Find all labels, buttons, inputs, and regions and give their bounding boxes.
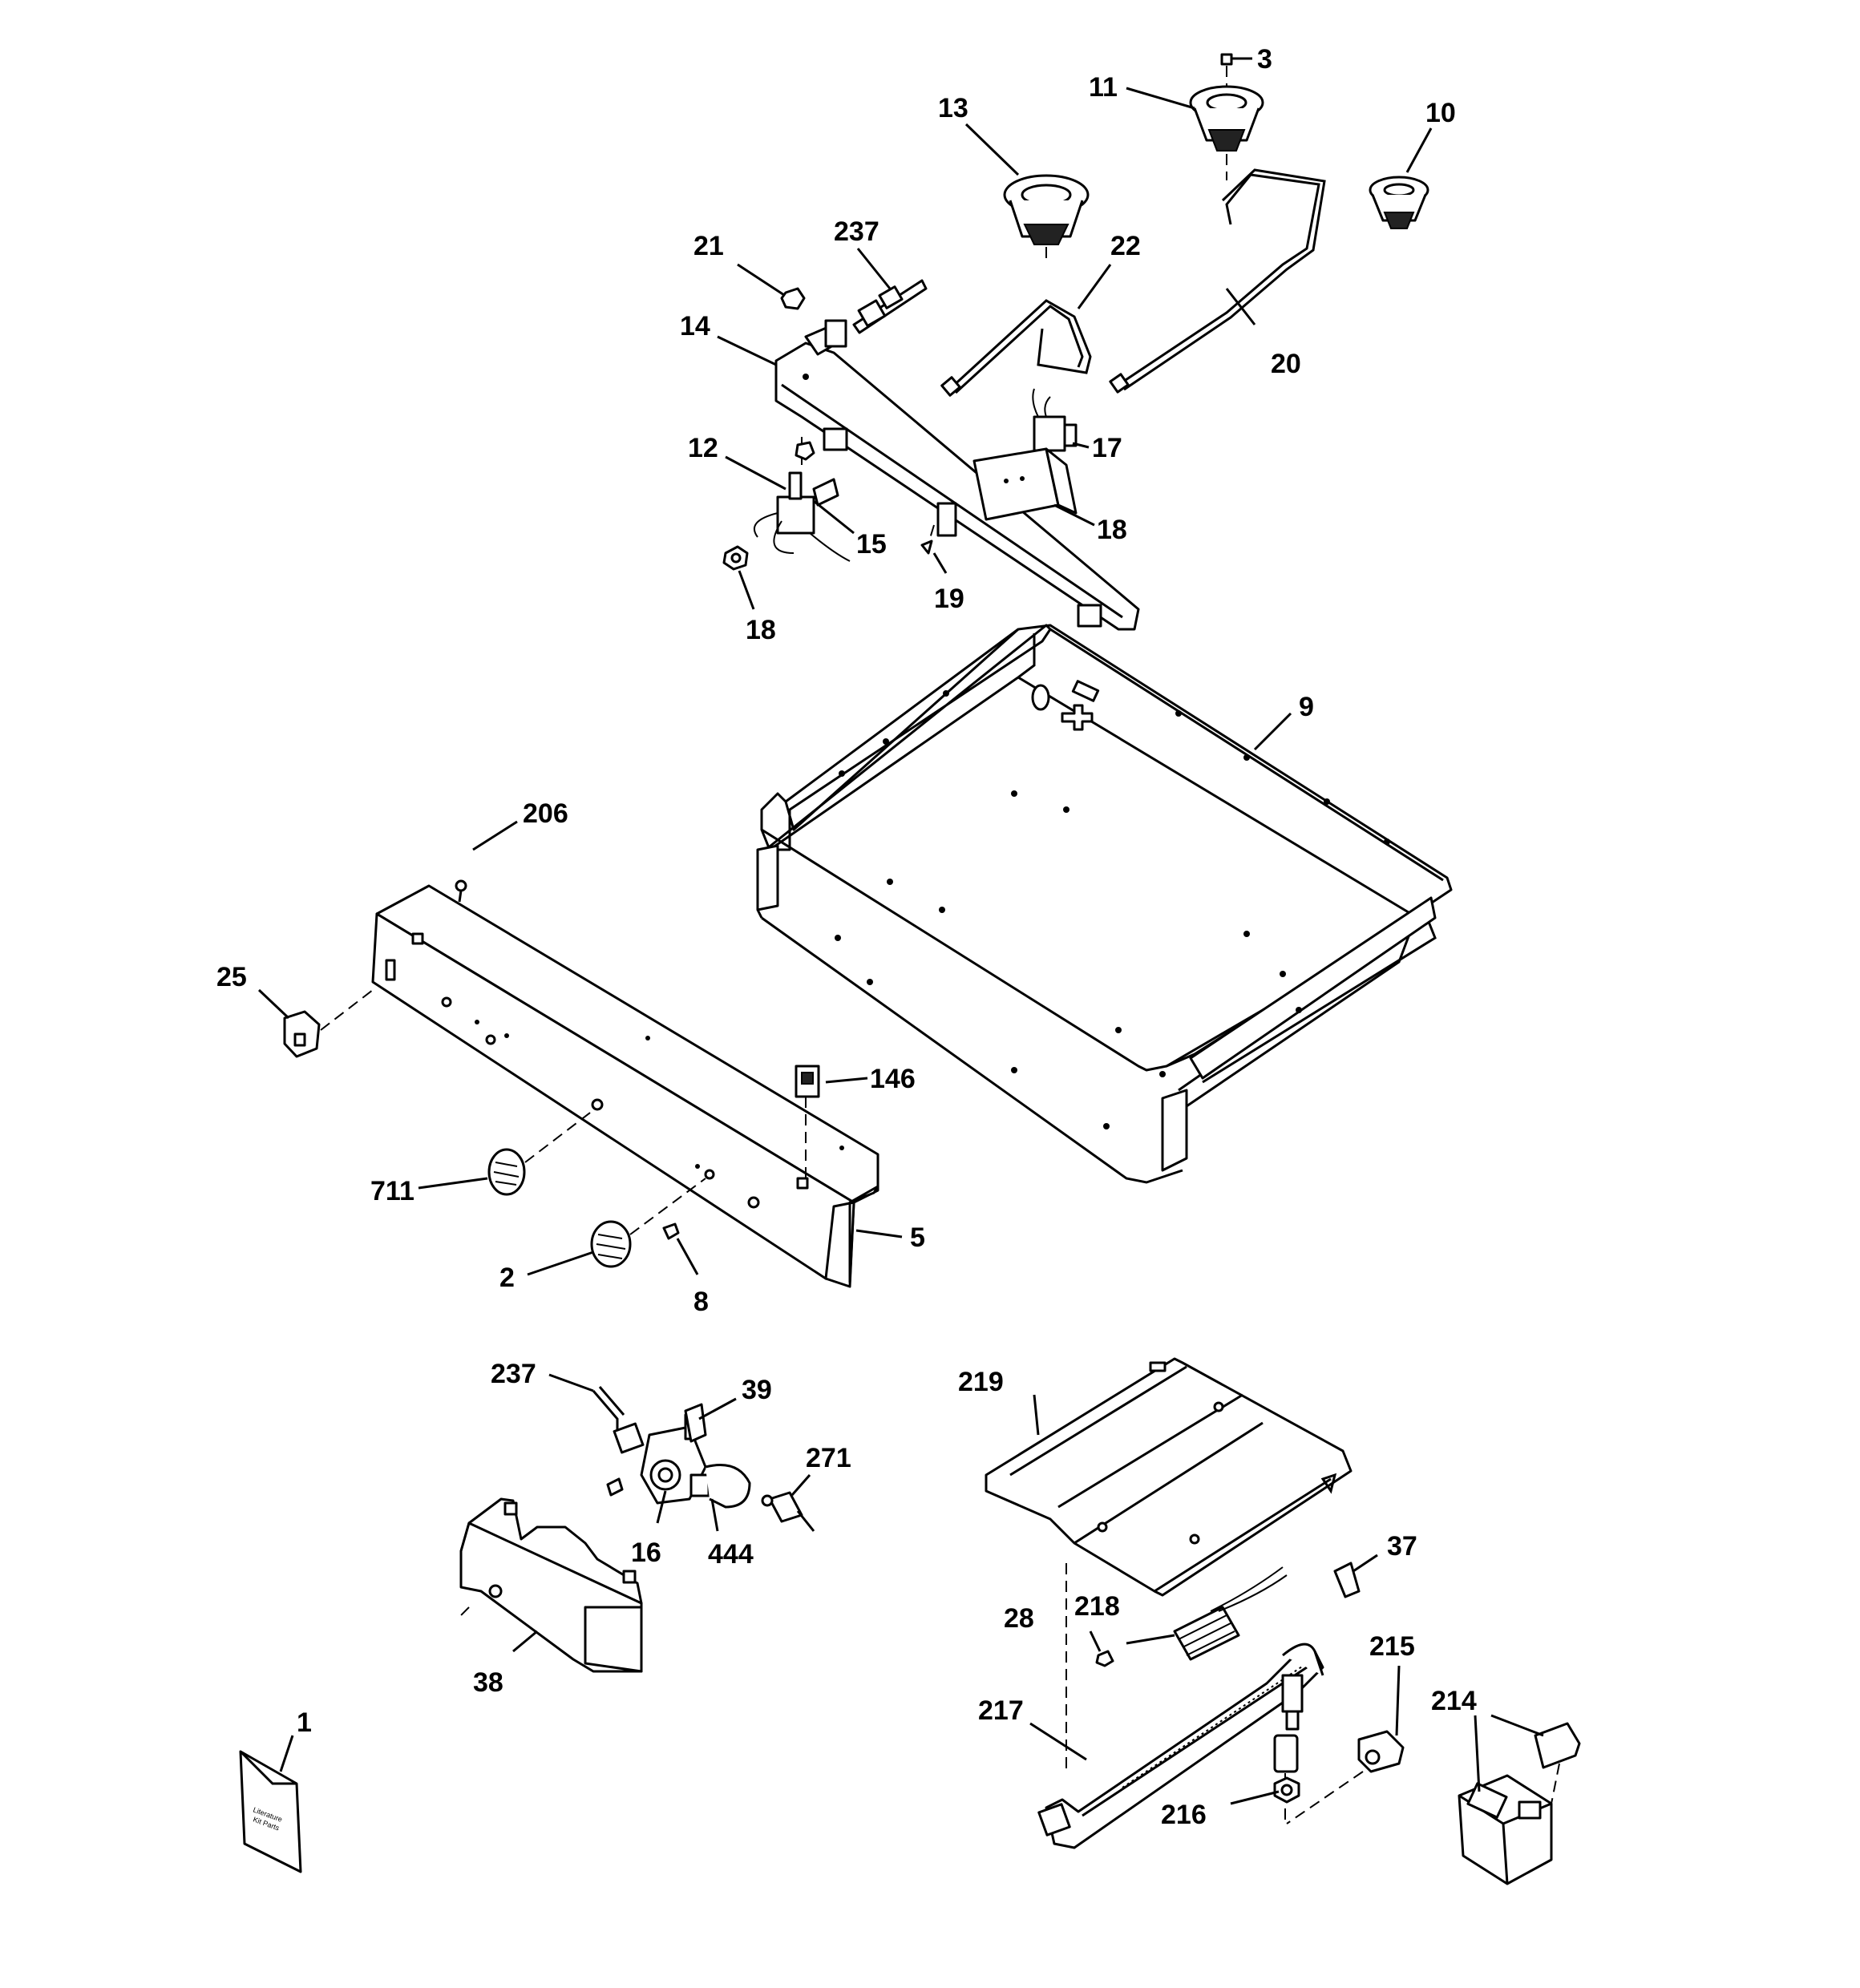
callout-13: 13 (938, 93, 968, 123)
burner-11 (1189, 53, 1264, 180)
clip-37 (1333, 1562, 1361, 1598)
callout-5: 5 (910, 1222, 925, 1253)
callout-711: 711 (370, 1176, 414, 1206)
callout-18-lower: 18 (746, 615, 776, 645)
callout-146: 146 (870, 1064, 916, 1094)
callout-217: 217 (978, 1695, 1024, 1726)
clip-146 (795, 1065, 820, 1178)
callout-38: 38 (473, 1667, 503, 1698)
knob-711 (487, 1109, 594, 1196)
nut-216 (1273, 1776, 1300, 1804)
burner-13 (1003, 174, 1090, 261)
callout-8: 8 (693, 1287, 709, 1317)
manifold-14 (774, 319, 1140, 631)
callout-3: 3 (1257, 44, 1272, 75)
callout-20: 20 (1271, 349, 1301, 379)
callout-271: 271 (806, 1443, 851, 1473)
callout-19: 19 (934, 584, 964, 614)
envelope-1: Literature Kit Parts (239, 1750, 302, 1873)
screw-206 (455, 879, 467, 903)
callout-219: 219 (958, 1367, 1004, 1397)
callout-22: 22 (1110, 231, 1141, 261)
callout-214: 214 (1431, 1686, 1477, 1716)
callout-14: 14 (680, 311, 710, 341)
pipe-237 (592, 1386, 645, 1454)
callout-237-top: 237 (834, 216, 879, 247)
callout-28: 28 (1004, 1603, 1034, 1634)
callout-218: 218 (1074, 1591, 1120, 1622)
bracket-39 (684, 1403, 707, 1443)
burner-10 (1369, 176, 1429, 229)
ignitor-switch-17 (1025, 388, 1078, 466)
knob-2 (590, 1178, 706, 1268)
orifice-fitting-237 (852, 279, 928, 334)
callout-17: 17 (1092, 433, 1122, 463)
screw-28 (1095, 1650, 1114, 1667)
nut-18-lower (722, 545, 749, 571)
screw-regulator (606, 1477, 624, 1497)
cover-38 (456, 1497, 643, 1673)
manifold-panel-5 (371, 884, 879, 1288)
burner-217 (1037, 1643, 1324, 1849)
bracket-215 (1286, 1730, 1405, 1824)
callout-21: 21 (693, 231, 724, 261)
callout-18-right: 18 (1097, 515, 1127, 545)
fitting-271 (761, 1491, 815, 1532)
igniter-214 (1458, 1722, 1581, 1885)
screw-8 (662, 1222, 680, 1240)
callout-25: 25 (216, 962, 247, 992)
callout-12: 12 (688, 433, 718, 463)
callout-9: 9 (1299, 692, 1314, 722)
callout-10: 10 (1425, 98, 1456, 128)
callout-1: 1 (297, 1707, 312, 1738)
valve-12 (753, 437, 851, 562)
burner-box-9 (756, 624, 1453, 1184)
callout-237-bottom: 237 (491, 1359, 536, 1389)
callout-39: 39 (742, 1375, 772, 1405)
callout-444: 444 (708, 1539, 754, 1570)
callout-16: 16 (631, 1537, 661, 1568)
baffle-219 (985, 1357, 1353, 1597)
indicator-light-25 (283, 989, 374, 1058)
callout-2: 2 (499, 1263, 515, 1293)
callout-37: 37 (1387, 1531, 1417, 1562)
callout-216: 216 (1161, 1800, 1207, 1830)
callout-15: 15 (856, 529, 887, 560)
burner-tube-20 (1109, 168, 1326, 394)
callouts: 3 11 13 10 237 21 22 14 20 12 17 15 18 1… (216, 44, 1477, 1830)
callout-11: 11 (1089, 72, 1118, 103)
callout-206: 206 (523, 798, 568, 829)
nut-21 (780, 287, 806, 310)
spark-module-218 (1173, 1566, 1288, 1661)
callout-215: 215 (1369, 1631, 1415, 1662)
leader-lines (257, 57, 1544, 1805)
bracket-18 (972, 447, 1078, 521)
screw-19 (920, 524, 935, 555)
burner-tube-22 (940, 299, 1092, 397)
